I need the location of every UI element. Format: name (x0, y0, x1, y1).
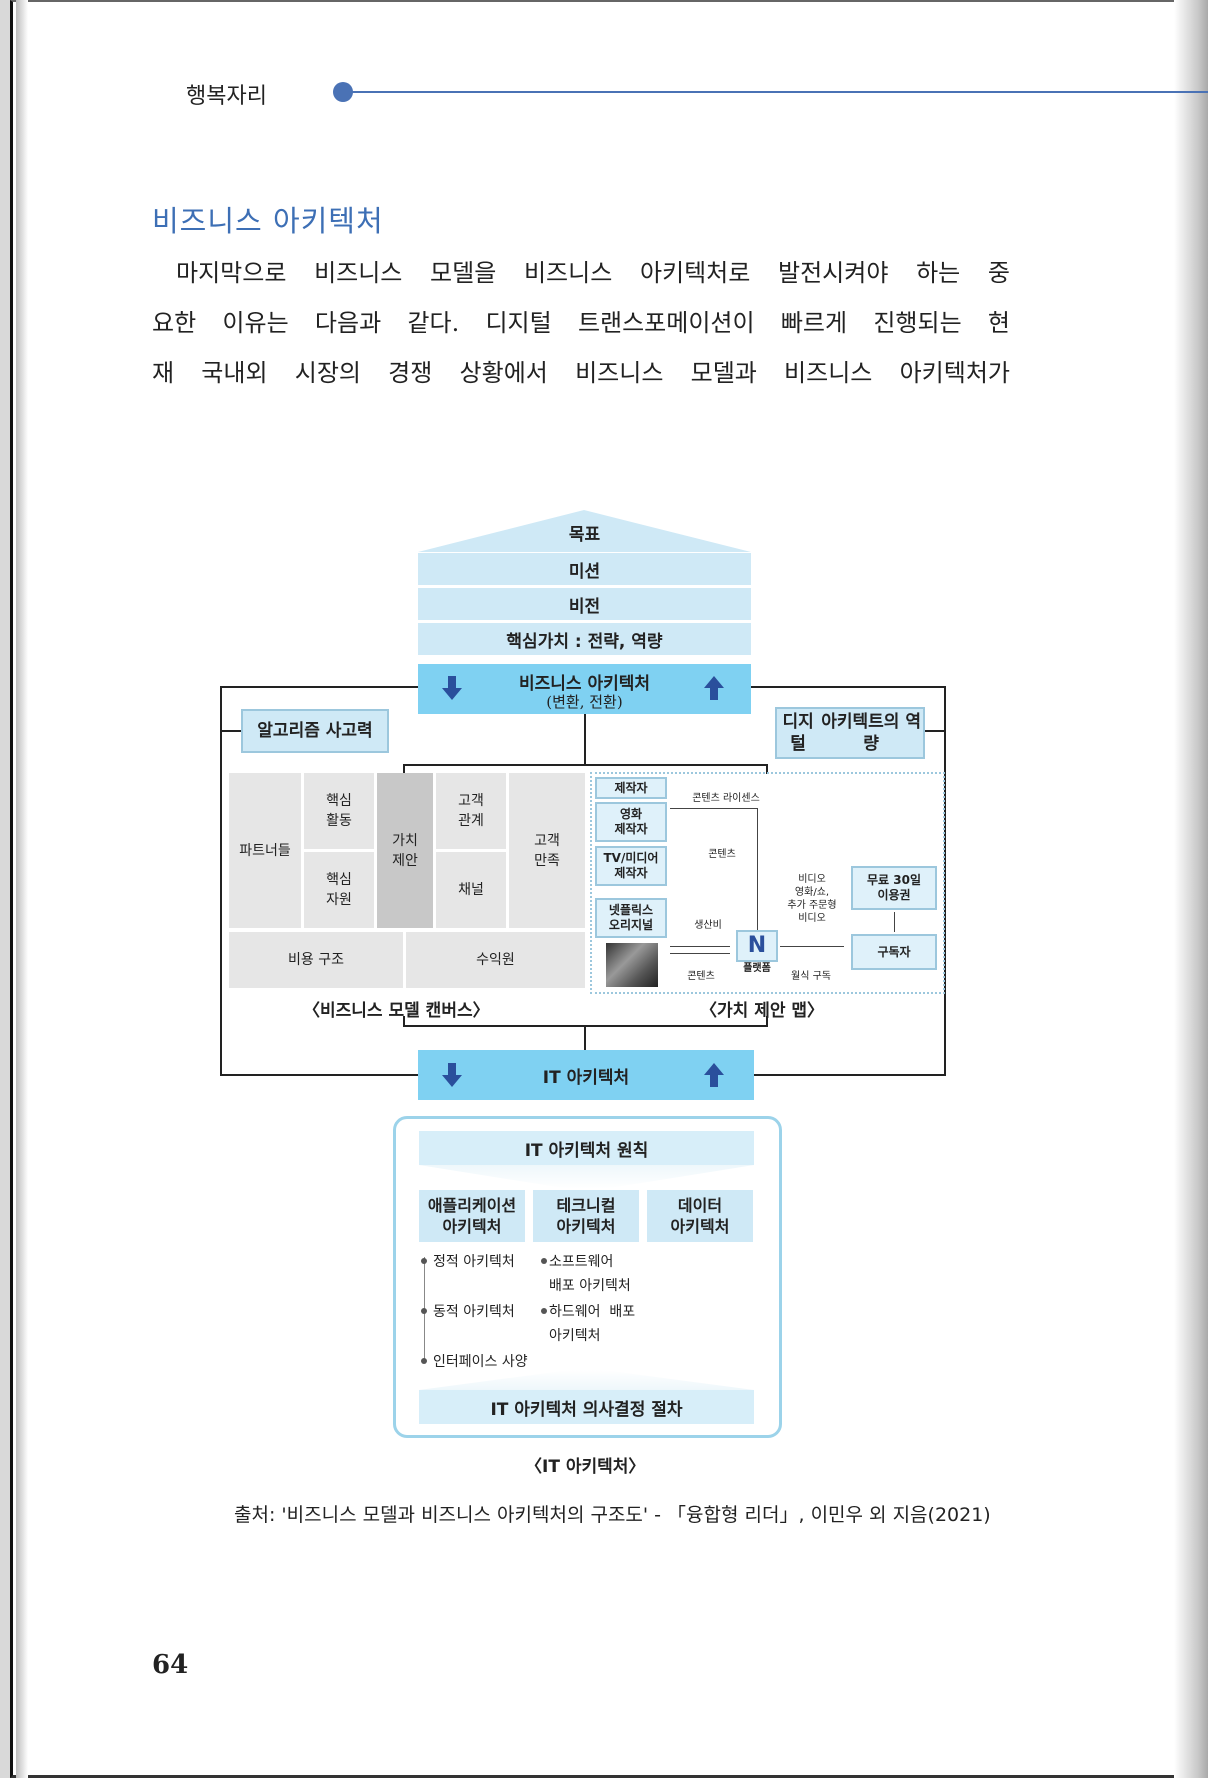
it-dynamic-architecture: 동적 아키텍처 (433, 1304, 515, 1320)
digital-architect-label: 디지털 아키텍트의 역량 (775, 707, 925, 759)
bmc-cost-structure: 비용 구조 (229, 932, 403, 988)
frame-top-right (751, 686, 946, 688)
it-principles: IT 아키텍처 원칙 (419, 1131, 754, 1165)
right-label-tick (925, 730, 946, 732)
digital-architect-label-line1: 디지털 (782, 712, 814, 754)
bmc-value-proposition: 가치 제안 (377, 773, 433, 928)
it-hw-deploy-1: 하드웨어 배포 (549, 1304, 636, 1320)
arrow-down-icon (442, 1063, 462, 1087)
header-rule (350, 91, 1208, 93)
vision-band: 비전 (418, 588, 751, 620)
vpm-movie-producer: 영화 제작자 (595, 802, 667, 842)
connector-bottom-left (403, 1016, 405, 1026)
page-spine-shadow (16, 0, 28, 1778)
running-title: 행복자리 (186, 84, 267, 109)
roof-shape (418, 510, 751, 552)
it-decision-procedure: IT 아키텍처 의사결정 절차 (419, 1390, 754, 1424)
core-value-band: 핵심가치 : 전략, 역량 (418, 623, 751, 655)
body-paragraph: 마지막으로 비즈니스 모델을 비즈니스 아키텍처로 발전시켜야 하는 중 요한 … (152, 248, 1010, 398)
netflix-logo-icon: N (736, 930, 778, 962)
bullet-dot (421, 1358, 427, 1364)
connector-right-drop (766, 764, 768, 774)
trial-arrow (894, 912, 895, 932)
vpm-platform: 플랫폼 (743, 963, 771, 974)
mission-band: 미션 (418, 553, 751, 585)
bullet-dot (421, 1308, 427, 1314)
ba-subtitle: (변환, 전환) (546, 693, 623, 711)
vpm-content-1: 콘텐츠 (708, 849, 736, 860)
page-number: 64 (152, 1650, 189, 1680)
header-dot (333, 82, 353, 102)
arrow-up-icon (704, 1063, 724, 1087)
bullet-dot (541, 1258, 547, 1264)
license-arrow (670, 808, 758, 809)
it-interface-spec: 인터페이스 사양 (433, 1354, 528, 1370)
paragraph-line: 재 국내외 시장의 경쟁 상황에서 비즈니스 모델과 비즈니스 아키텍처가 (152, 359, 1010, 387)
paragraph-line: 마지막으로 비즈니스 모델을 비즈니스 아키텍처로 발전시켜야 하는 중 (176, 259, 1010, 287)
vpm-monthly-sub: 월식 구독 (791, 971, 831, 982)
vpm-netflix-original: 넷플릭스 오리지널 (595, 898, 667, 938)
vpm-producer: 제작자 (595, 777, 667, 799)
it-sw-deploy-2: 배포 아키텍처 (549, 1278, 631, 1294)
it-hw-deploy-2: 아키텍처 (549, 1328, 601, 1344)
bmc-customer-satisfaction: 고객 만족 (509, 773, 585, 928)
left-label-tick (220, 730, 241, 732)
connector-center (584, 714, 586, 764)
bmc-revenue: 수익원 (406, 932, 585, 988)
vpm-production-cost: 생산비 (694, 920, 722, 931)
it-architecture-band: IT 아키텍처 (418, 1050, 754, 1100)
frame-top-left (220, 686, 418, 688)
bmc-key-resources: 핵심 자원 (304, 852, 374, 928)
bmc-caption: 〈비즈니스 모델 캔버스〉 (303, 1001, 490, 1021)
it-sw-deploy-1: 소프트웨어 (549, 1254, 614, 1270)
goal-label: 목표 (568, 525, 601, 545)
connector-bottom-right (766, 1016, 768, 1026)
business-architecture-band: 비즈니스 아키텍처 (변환, 전환) (418, 664, 751, 714)
bmc-key-activities: 핵심 활동 (304, 773, 374, 849)
production-arrow (670, 946, 730, 947)
bullet-dot (541, 1308, 547, 1314)
section-title: 비즈니스 아키텍처 (152, 204, 384, 238)
it-static-architecture: 정적 아키텍처 (433, 1254, 515, 1270)
digital-architect-label-line2: 아키텍트의 역량 (821, 712, 921, 754)
goal-roof: 목표 (418, 510, 751, 552)
it-caption: 〈IT 아키텍처〉 (525, 1457, 646, 1477)
license-drop (757, 808, 758, 936)
vpm-content-2: 콘텐츠 (687, 971, 715, 982)
book-page (10, 0, 1208, 1778)
connector-left-drop (403, 764, 405, 774)
algorithm-thinking-label: 알고리즘 사고력 (241, 709, 389, 753)
vpm-tv-producer: TV/미디어 제작자 (595, 846, 667, 886)
it-data-architecture: 데이터 아키텍처 (647, 1190, 753, 1242)
paragraph-line: 요한 이유는 다음과 같다. 디지털 트랜스포메이션이 빠르게 진행되는 현 (152, 309, 1010, 337)
bmc-partners: 파트너들 (229, 773, 301, 928)
vpm-subscriber: 구독자 (851, 934, 937, 970)
vpm-free-trial: 무료 30일 이용권 (851, 866, 937, 910)
vpm-content-license: 콘텐츠 라이센스 (692, 793, 760, 804)
ba-title: 비즈니스 아키텍처 (518, 674, 651, 694)
connector-to-it (584, 1025, 586, 1050)
netflix-poster-image (606, 943, 658, 987)
vpm-area (590, 772, 945, 994)
bmc-customer-relations: 고객 관계 (436, 773, 506, 849)
arrow-down-icon (442, 676, 462, 700)
source-citation: 출처: '비즈니스 모델과 비즈니스 아키텍처의 구조도' - 「융합형 리더」… (234, 1504, 991, 1526)
it-tech-architecture: 테크니컬 아키텍처 (533, 1190, 639, 1242)
bullet-dot (421, 1258, 427, 1264)
arrow-up-icon (704, 676, 724, 700)
vpm-video-description: 비디오 영화/쇼, 추가 주문형 비디오 (787, 874, 837, 924)
it-app-architecture: 애플리케이션 아키텍처 (419, 1190, 525, 1242)
page-edge-shadow (1174, 0, 1208, 1778)
content-arrow (670, 953, 730, 954)
bmc-channels: 채널 (436, 852, 506, 928)
connector-branch (403, 764, 768, 766)
video-arrow (780, 946, 844, 947)
vpm-caption: 〈가치 제안 맵〉 (700, 1001, 825, 1021)
